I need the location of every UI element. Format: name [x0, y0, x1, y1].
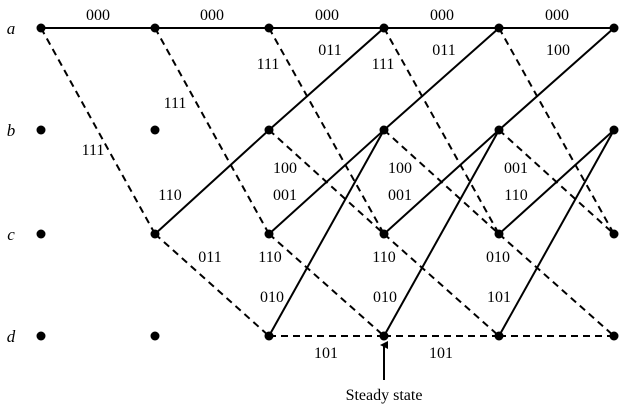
edge-label: 110: [258, 249, 281, 266]
edge-c1-b2: [154, 129, 270, 235]
edge-label: 000: [315, 7, 339, 24]
edge-label: 111: [164, 95, 187, 112]
edge-label: 010: [373, 289, 397, 306]
edge-label: 000: [86, 7, 110, 24]
edge-d2-b3: [268, 129, 385, 337]
node-d5: [609, 331, 619, 341]
edge-label: 111: [257, 56, 280, 73]
node-a1: [150, 23, 160, 33]
node-b3: [379, 125, 389, 135]
edge-label: 111: [82, 142, 105, 159]
edge-a3-c4: [383, 27, 500, 235]
edge-c4-b5: [498, 129, 615, 235]
node-d2: [264, 331, 274, 341]
node-a0: [36, 23, 46, 33]
node-a5: [609, 23, 619, 33]
edge-a1-c2: [154, 27, 270, 235]
edge-label: 011: [318, 42, 341, 59]
node-b5: [609, 125, 619, 135]
edge-label: 110: [504, 187, 527, 204]
edge-label: 001: [504, 160, 528, 177]
edge-c2-d3: [268, 233, 385, 337]
edge-label: 100: [273, 160, 297, 177]
node-c3: [379, 229, 389, 239]
edge-b3-a4: [383, 27, 500, 131]
edge-label: 000: [545, 7, 569, 24]
edge-a0-c1: [40, 27, 156, 235]
state-label-c: c: [7, 225, 15, 244]
edge-d4-b5: [498, 129, 615, 337]
edge-label: 001: [388, 187, 412, 204]
node-a2: [264, 23, 274, 33]
edge-label: 000: [200, 7, 224, 24]
node-a3: [379, 23, 389, 33]
steady-state-label: Steady state: [346, 387, 423, 404]
edge-labels-layer: 000 000 000 000 000 111 111 111 111 110 011 011 011 1…: [82, 7, 570, 362]
node-d3: [379, 331, 389, 341]
state-label-a: a: [7, 19, 16, 38]
edge-label: 101: [429, 345, 453, 362]
steady-state-annotation: Steady state: [346, 341, 423, 404]
edge-b4-a5: [498, 27, 615, 131]
node-b4: [494, 125, 504, 135]
node-d1: [150, 331, 160, 341]
edge-label: 101: [314, 345, 338, 362]
edge-label: 010: [486, 249, 510, 266]
node-c5: [609, 229, 619, 239]
edge-label: 010: [260, 289, 284, 306]
node-b2: [264, 125, 274, 135]
edge-label: 101: [487, 289, 511, 306]
edge-c3-d4: [383, 233, 500, 337]
edge-label: 111: [372, 56, 395, 73]
node-a4: [494, 23, 504, 33]
edge-c1-d2: [154, 233, 270, 337]
edge-label: 001: [273, 187, 297, 204]
node-c0: [36, 229, 46, 239]
nodes-layer: [36, 23, 619, 341]
edge-c4-d5: [498, 233, 615, 337]
edge-label: 110: [372, 249, 395, 266]
edge-label: 011: [198, 249, 221, 266]
edge-label: 100: [546, 42, 570, 59]
edge-label: 100: [388, 160, 412, 177]
edges-layer: [40, 27, 615, 337]
node-d4: [494, 331, 504, 341]
node-c4: [494, 229, 504, 239]
edge-c2-b3: [268, 129, 385, 235]
node-c1: [150, 229, 160, 239]
node-b0: [36, 125, 46, 135]
state-label-d: d: [7, 327, 16, 346]
edge-label: 110: [158, 187, 181, 204]
edge-d3-b4: [383, 129, 500, 337]
node-c2: [264, 229, 274, 239]
edge-a2-c3: [268, 27, 385, 235]
edge-label: 011: [432, 42, 455, 59]
state-label-b: b: [7, 121, 16, 140]
node-d0: [36, 331, 46, 341]
edge-b2-a3: [268, 27, 385, 131]
edge-a4-c5: [498, 27, 615, 235]
state-labels-layer: a b c d: [7, 19, 16, 346]
edge-label: 000: [430, 7, 454, 24]
edge-c3-b4: [383, 129, 500, 235]
node-b1: [150, 125, 160, 135]
